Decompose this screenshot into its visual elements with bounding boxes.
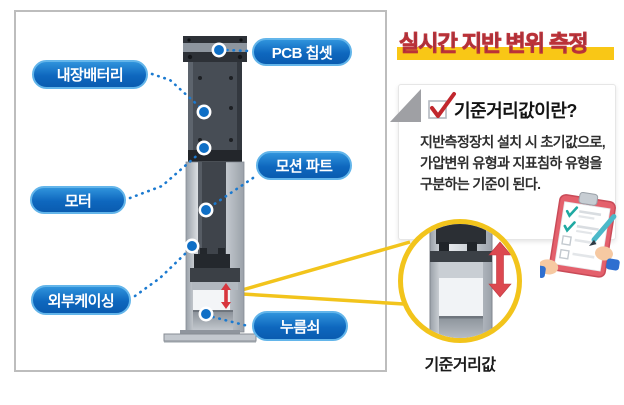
- label-outer-casing: 외부케이싱: [31, 285, 131, 315]
- magnifier-caption: 기준거리값: [424, 357, 496, 374]
- card-body-line-1: 지반측정장치 설치 시 초기값으로,: [420, 134, 606, 150]
- label-motion-part: 모션 파트: [256, 151, 352, 180]
- displacement-arrow-large-icon: [488, 241, 512, 298]
- clipboard-illustration clipboard-checklist-icon: [540, 192, 620, 279]
- label-outer-casing-text: 외부케이싱: [47, 292, 115, 310]
- card-heading: 기준거리값이란?: [454, 101, 577, 121]
- label-internal-battery-text: 내장배터리: [56, 67, 124, 84]
- title-highlight-bar: [397, 47, 614, 60]
- label-motor: 모터: [30, 186, 126, 214]
- label-presser-text: 누름쇠: [280, 318, 320, 336]
- label-internal-battery: 내장배터리: [32, 60, 148, 89]
- label-pcb-chipset-text: PCB 칩셋: [271, 44, 333, 62]
- card-body-text: 지반측정장치 설치 시 초기값으로, 가압변위 유형과 지표침하 유형을 구분하…: [420, 132, 612, 195]
- card-body-line-3: 구분하는 기준이 된다.: [420, 176, 541, 192]
- pen-icon: [588, 214, 617, 247]
- magnified-device-bottom: [429, 224, 512, 338]
- card-folded-corner: [390, 89, 421, 122]
- panel-title: 실시간 지반 변위 측정: [399, 31, 589, 57]
- magnifier-circle: [398, 219, 522, 343]
- label-motor-text: 모터: [64, 192, 92, 210]
- checkbox-icon: [428, 92, 456, 119]
- label-motion-part-text: 모션 파트: [275, 158, 333, 175]
- card-body-line-2: 가압변위 유형과 지표침하 유형을: [420, 155, 602, 171]
- label-pcb-chipset: PCB 칩셋: [252, 38, 352, 66]
- label-presser: 누름쇠: [252, 311, 348, 341]
